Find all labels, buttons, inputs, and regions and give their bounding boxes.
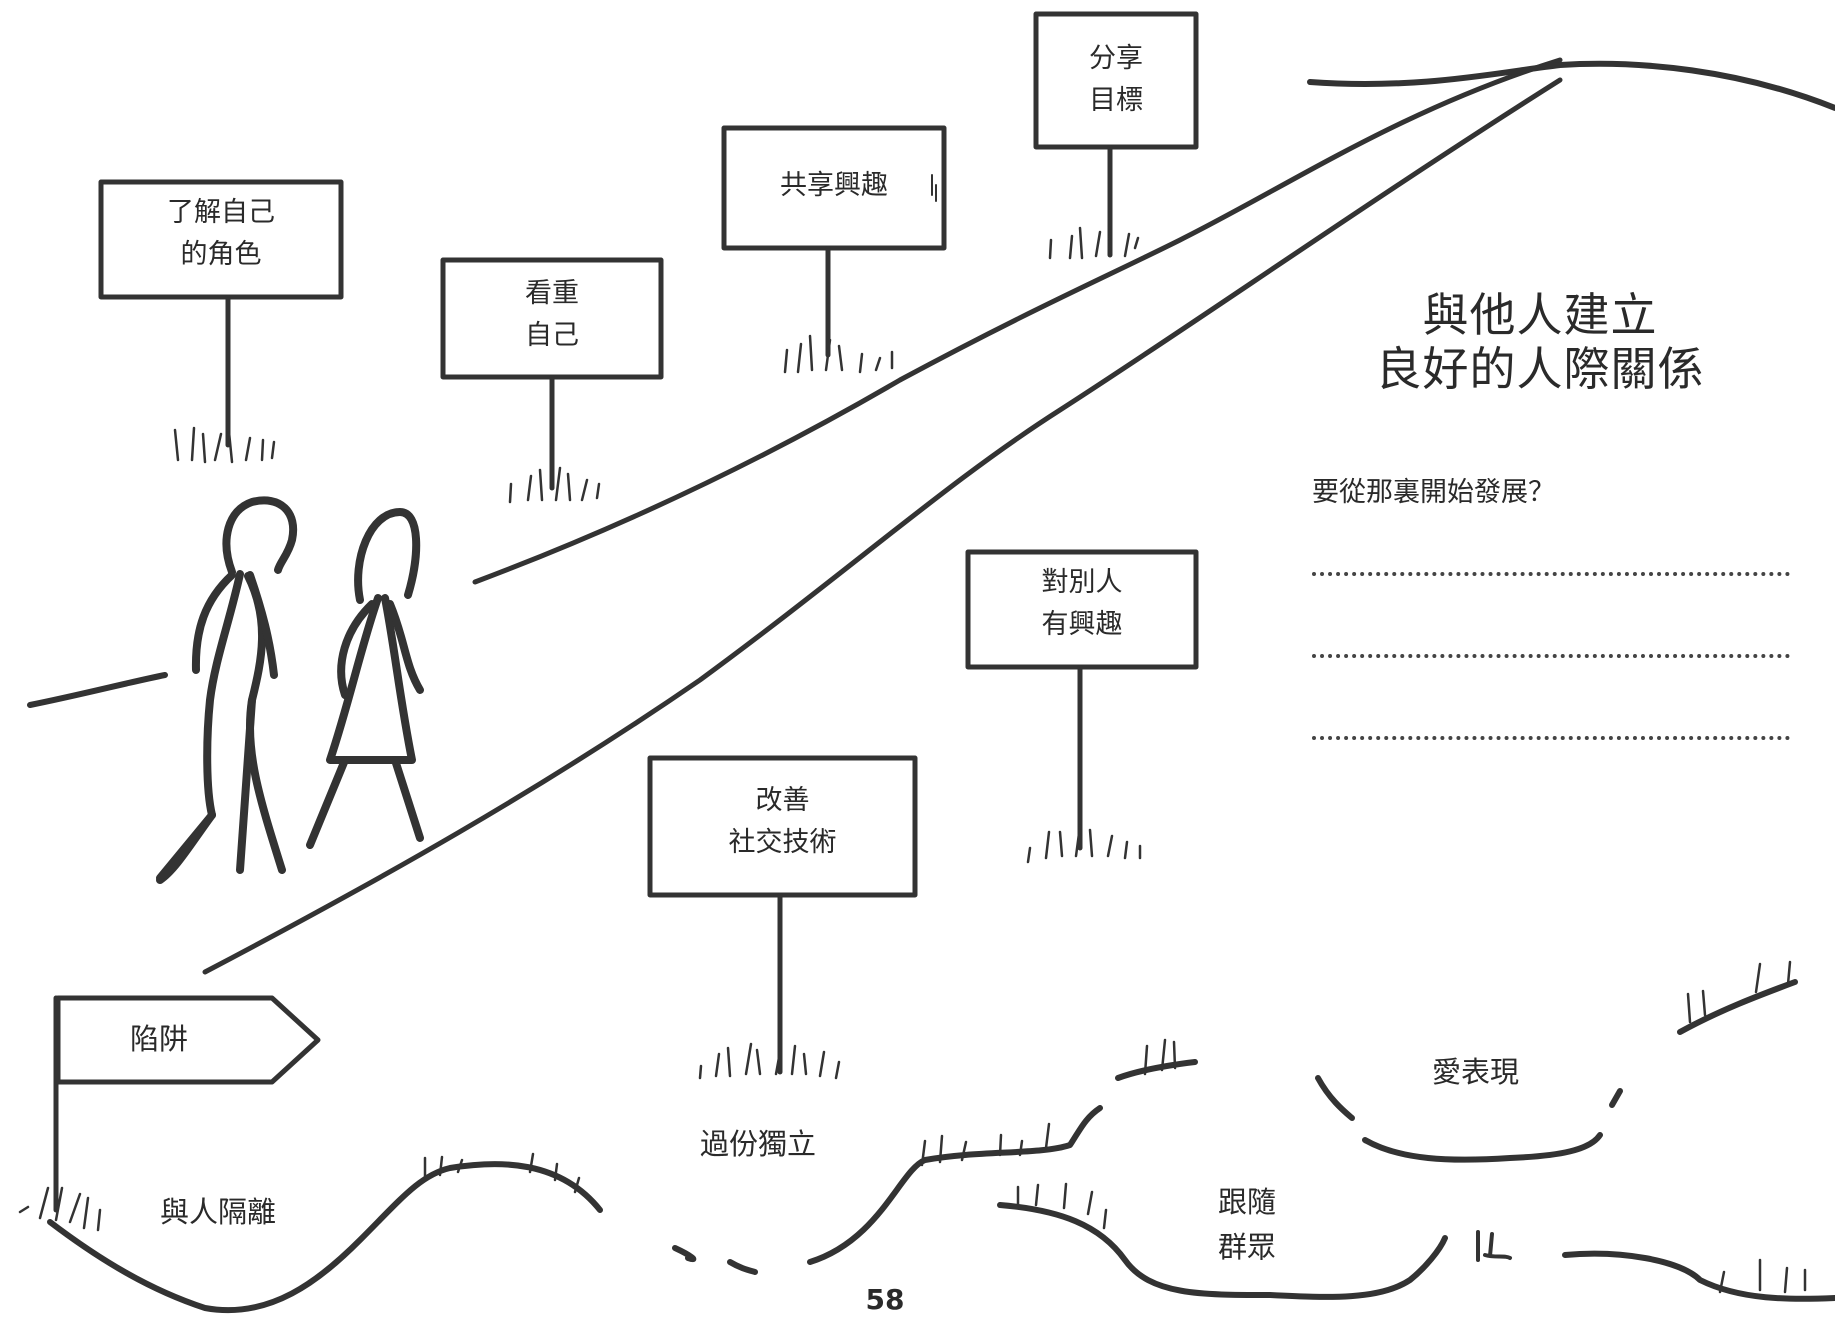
pit-label-over-independent: 過份獨立 bbox=[700, 1127, 817, 1161]
sign-interest-in-others bbox=[965, 549, 1199, 864]
pit-label-follow-crowd: 跟隨 群眾 bbox=[1218, 1185, 1277, 1264]
pit-label-isolation: 與人隔離 bbox=[160, 1195, 277, 1229]
pit-label-show-off: 愛表現 bbox=[1432, 1055, 1520, 1089]
answer-line bbox=[1312, 654, 1790, 658]
pit-over-independent bbox=[672, 1038, 1198, 1275]
pit-isolation bbox=[47, 1152, 603, 1314]
page-number: 58 bbox=[865, 1283, 905, 1316]
sign-label-interest-in-others: 對別人 有興趣 bbox=[1041, 567, 1123, 640]
road bbox=[27, 57, 1835, 975]
pit-show-off bbox=[1315, 960, 1835, 1302]
sign-share-goals bbox=[1033, 11, 1199, 260]
answer-line bbox=[1312, 736, 1790, 740]
sign-label-shared-interest: 共享興趣 bbox=[780, 170, 888, 201]
answer-line bbox=[1312, 572, 1790, 576]
sign-improve-social bbox=[647, 755, 918, 1080]
sign-trap bbox=[18, 995, 321, 1232]
sign-label-trap: 陷阱 bbox=[130, 1022, 189, 1056]
sign-value-self bbox=[440, 257, 664, 504]
sign-shared-interest bbox=[721, 125, 947, 374]
sign-label-share-goals: 分享 目標 bbox=[1089, 43, 1143, 116]
page-title: 與他人建立 良好的人際關係 bbox=[1375, 288, 1705, 397]
question-text: 要從那裏開始發展？ bbox=[1312, 477, 1555, 508]
man-figure bbox=[156, 496, 298, 884]
sign-label-improve-social: 改善 社交技術 bbox=[728, 785, 837, 858]
sign-label-understand-role: 了解自己 的角色 bbox=[167, 197, 275, 270]
pit-follow-crowd bbox=[997, 1182, 1512, 1300]
sign-understand-role bbox=[98, 179, 344, 464]
woman-figure bbox=[306, 508, 424, 849]
sign-label-value-self: 看重 自己 bbox=[525, 278, 579, 351]
